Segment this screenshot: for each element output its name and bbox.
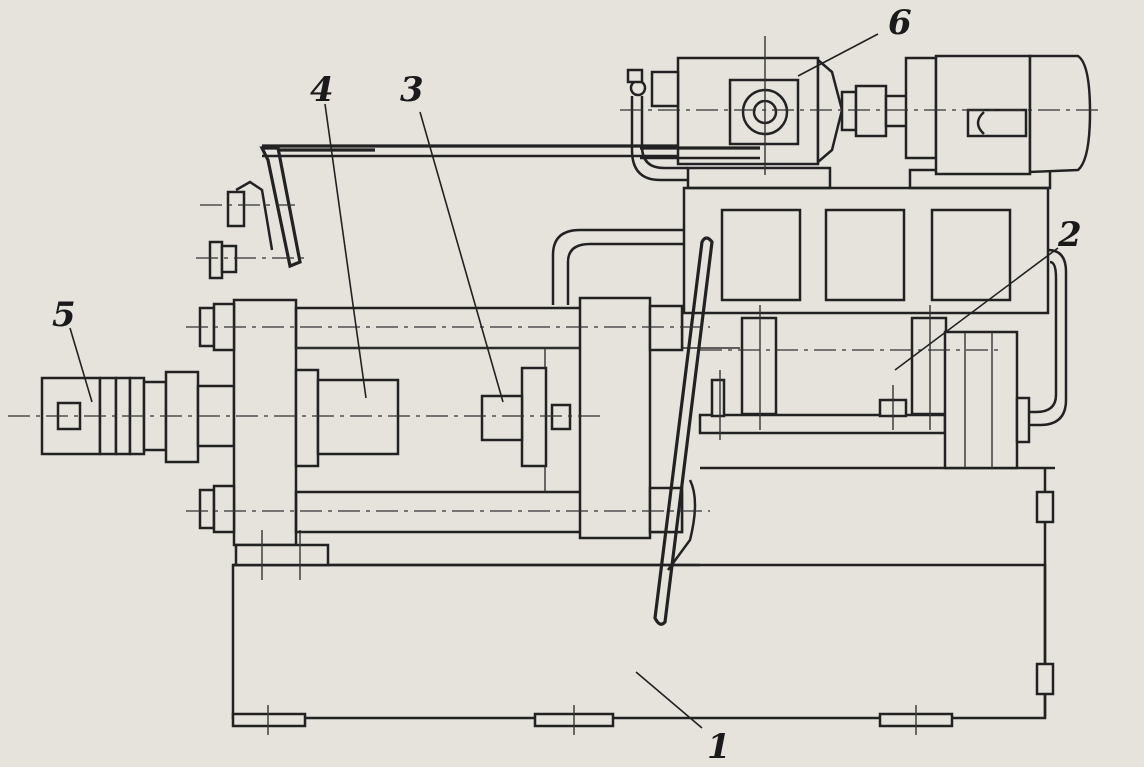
leader-2 [894,247,1059,371]
leader-4 [324,103,367,399]
leader-1 [635,671,703,729]
part-labels: 1 2 3 4 5 6 [52,3,1082,767]
motor-gearbox [626,54,1092,176]
center-axes [8,36,1100,512]
label-3: 3 [400,70,424,110]
injection-cylinder [40,370,236,464]
label-4: 4 [310,70,334,110]
clamp-housing [682,166,1052,470]
hopper-assembly [208,144,680,280]
moving-platen [480,296,684,540]
fixed-platen [198,298,400,580]
guard-rod [653,236,714,626]
label-5: 5 [52,295,76,335]
leader-3 [419,111,504,403]
leader-6 [797,33,879,77]
label-1: 1 [707,727,731,767]
label-2: 2 [1057,215,1082,255]
hydraulic-pipes [551,96,1068,427]
leader-lines [69,33,1059,729]
leader-5 [69,327,93,403]
label-6: 6 [888,3,912,43]
